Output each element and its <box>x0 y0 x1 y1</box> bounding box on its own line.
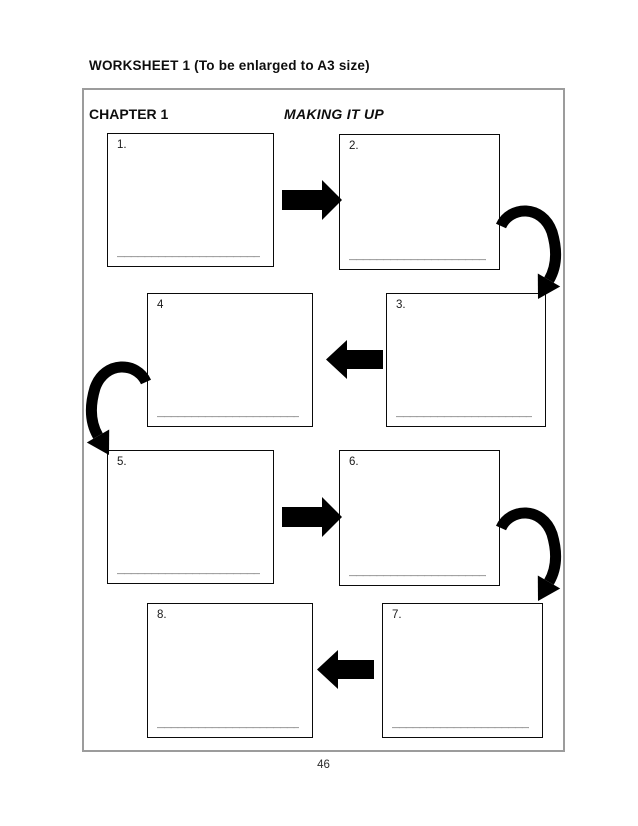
answer-line: __________________________ <box>117 563 260 575</box>
answer-line: __________________________ <box>157 717 299 729</box>
answer-line: __________________________ <box>396 406 532 418</box>
page-number: 46 <box>317 759 330 771</box>
panel-5: 5. __________________________ <box>107 450 274 584</box>
arrow-right-icon <box>282 180 342 220</box>
panel-number: 3. <box>396 299 406 311</box>
answer-line: __________________________ <box>157 406 299 418</box>
worksheet-subtitle: MAKING IT UP <box>284 106 385 122</box>
panel-number: 1. <box>117 139 127 151</box>
panel-number: 6. <box>349 456 359 468</box>
panel-2: 2. __________________________ <box>339 134 500 270</box>
panel-4: 4 __________________________ <box>147 293 313 427</box>
arrow-left-icon <box>317 650 374 689</box>
panel-number: 5. <box>117 456 127 468</box>
arrow-left-icon <box>326 340 383 379</box>
panel-number: 7. <box>392 609 402 621</box>
panel-3: 3. __________________________ <box>386 293 546 427</box>
panel-number: 4 <box>157 299 164 311</box>
panel-8: 8. __________________________ <box>147 603 313 738</box>
panel-7: 7. __________________________ <box>382 603 543 738</box>
curved-arrow-down-icon <box>495 507 562 601</box>
answer-line: __________________________ <box>349 565 486 577</box>
panel-1: 1. __________________________ <box>107 133 274 267</box>
answer-line: __________________________ <box>117 246 260 258</box>
worksheet-title: WORKSHEET 1 (To be enlarged to A3 size) <box>89 58 370 73</box>
curved-arrow-down-icon <box>85 361 152 455</box>
panel-number: 2. <box>349 140 359 152</box>
chapter-label: CHAPTER 1 <box>89 106 169 122</box>
panel-6: 6. __________________________ <box>339 450 500 586</box>
curved-arrow-down-icon <box>495 205 562 299</box>
panel-number: 8. <box>157 609 167 621</box>
arrow-right-icon <box>282 497 342 537</box>
answer-line: __________________________ <box>349 249 486 261</box>
answer-line: __________________________ <box>392 717 529 729</box>
